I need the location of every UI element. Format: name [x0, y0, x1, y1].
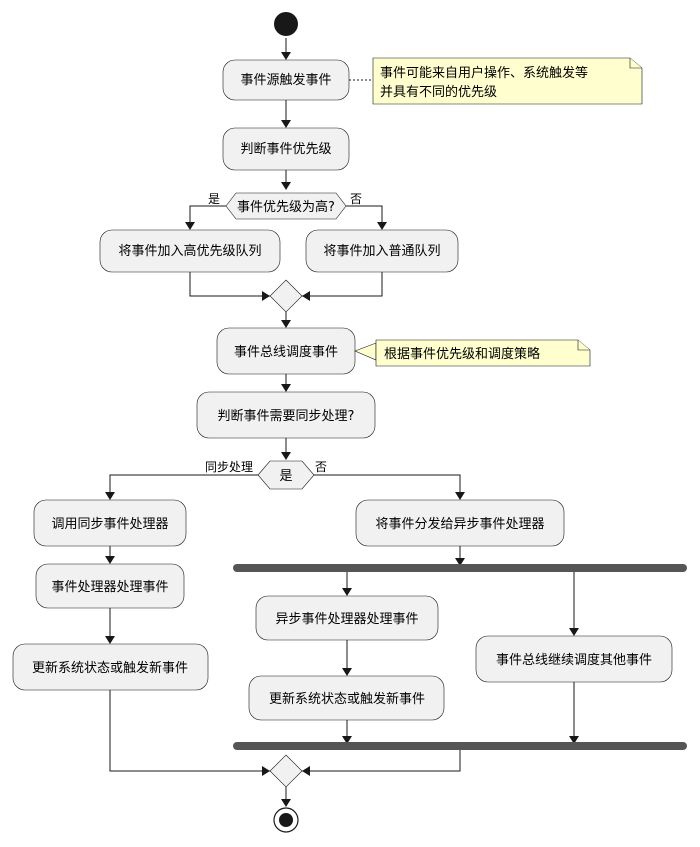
- branch-yes-label: 同步处理: [205, 460, 253, 474]
- node-label: 调用同步事件处理器: [51, 517, 168, 532]
- node-sync-update: 更新系统状态或触发新事件: [12, 643, 209, 691]
- branch-yes-label: 是: [208, 192, 220, 206]
- node-label: 事件总线调度事件: [234, 344, 338, 360]
- note-event-source: 事件可能来自用户操作、系统触发等 并具有不同的优先级: [349, 57, 643, 105]
- note-text: 根据事件优先级和调度策略: [384, 346, 540, 362]
- fork-bar: [233, 564, 687, 572]
- node-label: 更新系统状态或触发新事件: [269, 691, 425, 707]
- end-node: [273, 807, 299, 833]
- start-node: [274, 12, 298, 36]
- node-call-sync-handler: 调用同步事件处理器: [33, 499, 187, 547]
- note-line-2: 并具有不同的优先级: [380, 84, 497, 100]
- node-dispatch-async: 将事件分发给异步事件处理器: [355, 499, 565, 547]
- node-label: 将事件加入高优先级队列: [118, 243, 261, 259]
- arrowheads: [105, 52, 579, 807]
- node-label: 将事件加入普通队列: [323, 244, 440, 259]
- node-add-high-queue: 将事件加入高优先级队列: [99, 229, 281, 273]
- node-label: 更新系统状态或触发新事件: [32, 660, 188, 676]
- node-label: 事件处理器处理事件: [51, 580, 168, 595]
- node-add-normal-queue: 将事件加入普通队列: [305, 229, 459, 273]
- node-label: 事件总线继续调度其他事件: [496, 652, 652, 668]
- branch-no-label: 否: [350, 192, 362, 206]
- node-judge-sync: 判断事件需要同步处理?: [196, 391, 376, 439]
- decision-label: 事件优先级为高?: [237, 199, 335, 215]
- decision-label: 是: [279, 469, 292, 484]
- node-label: 将事件分发给异步事件处理器: [375, 516, 544, 532]
- branch-no-label: 否: [315, 460, 327, 474]
- node-judge-priority: 判断事件优先级: [222, 127, 350, 171]
- node-bus-continue: 事件总线继续调度其他事件: [475, 635, 673, 683]
- decision-sync: 是 同步处理 否: [205, 460, 327, 490]
- node-label: 事件源触发事件: [240, 72, 331, 88]
- merge-diamond-sync: [269, 754, 303, 788]
- node-label: 判断事件优先级: [240, 142, 331, 157]
- merge-diamond-priority: [269, 279, 303, 313]
- node-label: 异步事件处理器处理事件: [275, 612, 418, 627]
- node-label: 判断事件需要同步处理?: [218, 409, 355, 424]
- node-async-handle: 异步事件处理器处理事件: [255, 595, 439, 641]
- node-sync-handle: 事件处理器处理事件: [35, 563, 185, 609]
- note-schedule: 根据事件优先级和调度策略: [354, 339, 591, 367]
- node-async-update: 更新系统状态或触发新事件: [248, 675, 445, 721]
- note-line-1: 事件可能来自用户操作、系统触发等: [380, 65, 588, 81]
- join-bar: [233, 742, 687, 750]
- node-event-source: 事件源触发事件: [222, 59, 350, 101]
- node-bus-schedule: 事件总线调度事件: [216, 327, 356, 375]
- decision-priority-high: 事件优先级为高? 是 否: [208, 192, 362, 220]
